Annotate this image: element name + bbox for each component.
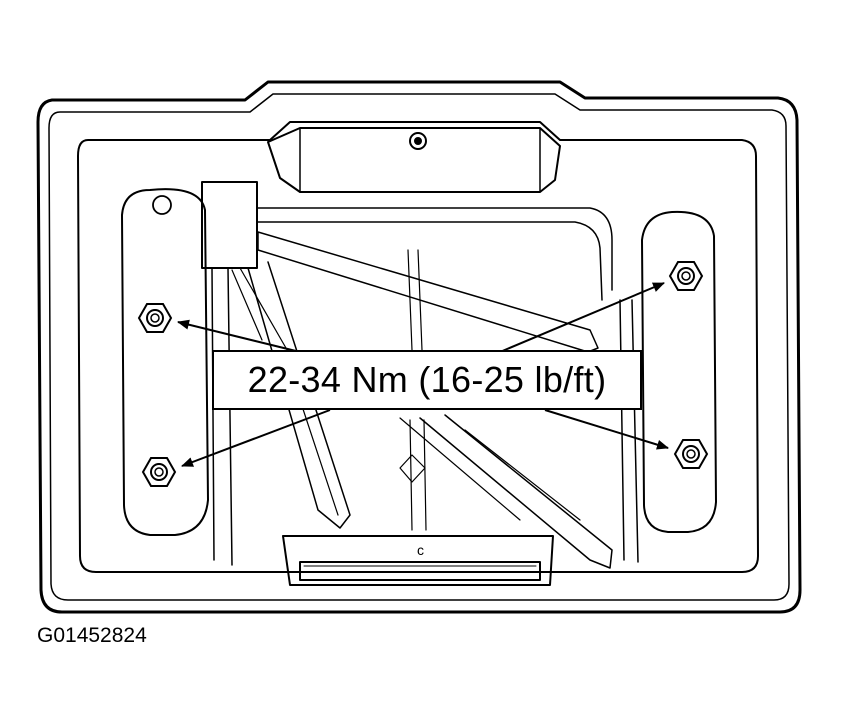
arrow-icon [181,409,331,467]
figure-id: G01452824 [37,624,147,647]
tray-inner-rim [77,121,759,573]
left-mounting-pad [121,188,209,536]
part-mark-label: c [417,542,424,558]
arrow-icon [499,282,665,353]
arrow-icon [544,409,669,450]
locating-hole [152,195,172,215]
clamp-block [201,181,258,269]
hex-nut-icon [137,303,173,333]
tray-outer-edge-inner [48,93,790,601]
tray-outer-edge [36,80,802,614]
torque-spec-label: 22-34 Nm (16-25 lb/ft) [212,350,642,410]
drain-plug-icon [409,132,427,150]
hex-nut-icon [668,261,704,291]
hex-nut-icon [673,439,709,469]
right-mounting-pad [641,210,717,533]
hex-nut-icon [141,457,177,487]
arrow-icon [177,319,301,353]
bottom-tab [282,535,554,586]
top-bracket [267,127,561,193]
